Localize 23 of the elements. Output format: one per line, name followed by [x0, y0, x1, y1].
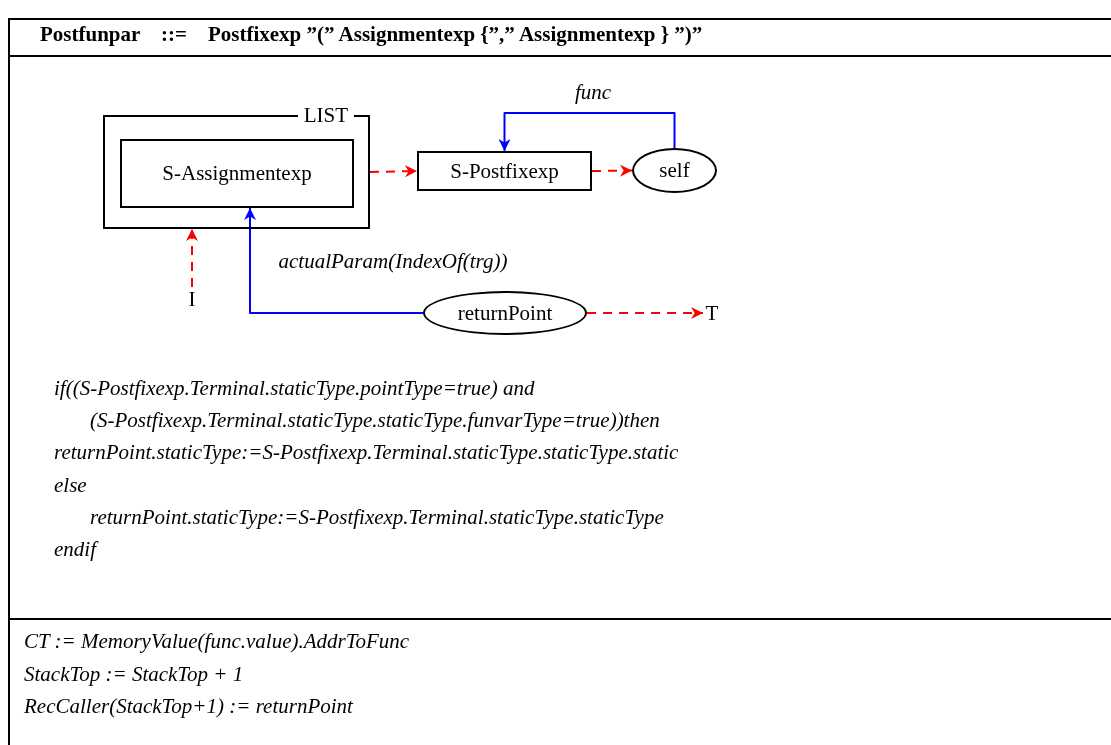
- code-line: if((S-Postfixexp.Terminal.staticType.pointType=true) and: [54, 377, 535, 399]
- arrow: [591, 164, 633, 177]
- arrow: [186, 228, 198, 288]
- code-line: else: [54, 474, 87, 496]
- process-box: S-Postfixexp: [417, 151, 592, 191]
- arrow: [586, 307, 704, 319]
- code-line: returnPoint.staticType:=S-Postfixexp.Terminal.staticType.staticType: [90, 506, 664, 528]
- ellipse-node: self: [632, 148, 717, 193]
- process-box: S-Assignmentexp: [120, 139, 354, 208]
- statement-line: StackTop := StackTop + 1: [24, 663, 244, 685]
- arrow: [244, 207, 424, 314]
- node-label: T: [703, 301, 721, 325]
- ellipse-node: returnPoint: [423, 291, 587, 335]
- arrow: [369, 165, 418, 178]
- edge-label: func: [572, 81, 614, 103]
- statement-line: CT := MemoryValue(func.value).AddrToFunc: [24, 630, 410, 652]
- code-line: returnPoint.staticType:=S-Postfixexp.Terminal.staticType.staticType.static: [54, 441, 679, 463]
- arrow: [498, 112, 676, 152]
- statement-line: RecCaller(StackTop+1) := returnPoint: [24, 695, 353, 717]
- node-label: I: [185, 287, 199, 311]
- edge-label: actualParam(IndexOf(trg)): [276, 250, 510, 272]
- code-line: (S-Postfixexp.Terminal.staticType.staticType.funvarType=true))then: [90, 409, 660, 431]
- grammar-rule-heading: Postfunpar ::= Postfixexp ”(” Assignmentexp {”,” Assignmentexp } ”)”: [40, 24, 703, 45]
